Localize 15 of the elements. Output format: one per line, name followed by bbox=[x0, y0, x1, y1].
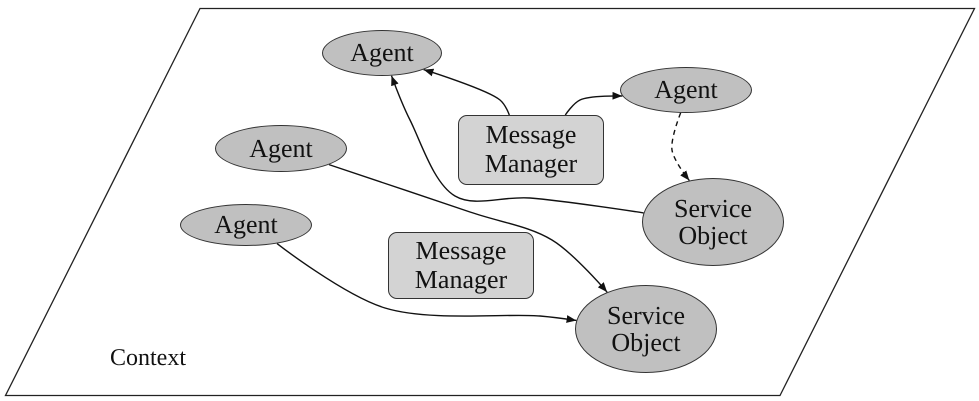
arrow bbox=[671, 112, 690, 181]
arrow bbox=[276, 242, 576, 323]
ellipse-node: Service Object bbox=[575, 285, 717, 373]
ellipse-node: Agent bbox=[215, 125, 347, 172]
ellipse-node: Agent bbox=[180, 204, 312, 246]
arrow bbox=[423, 68, 510, 116]
message-box: Message Manager bbox=[458, 115, 604, 185]
ellipse-node: Agent bbox=[322, 30, 442, 76]
arrow bbox=[328, 164, 608, 293]
arrow bbox=[564, 92, 622, 116]
node-label: Context bbox=[110, 345, 186, 372]
arrow bbox=[390, 75, 644, 214]
ellipse-node: Agent bbox=[620, 67, 752, 113]
message-box: Message Manager bbox=[388, 232, 534, 299]
ellipse-node: Service Object bbox=[642, 178, 784, 266]
